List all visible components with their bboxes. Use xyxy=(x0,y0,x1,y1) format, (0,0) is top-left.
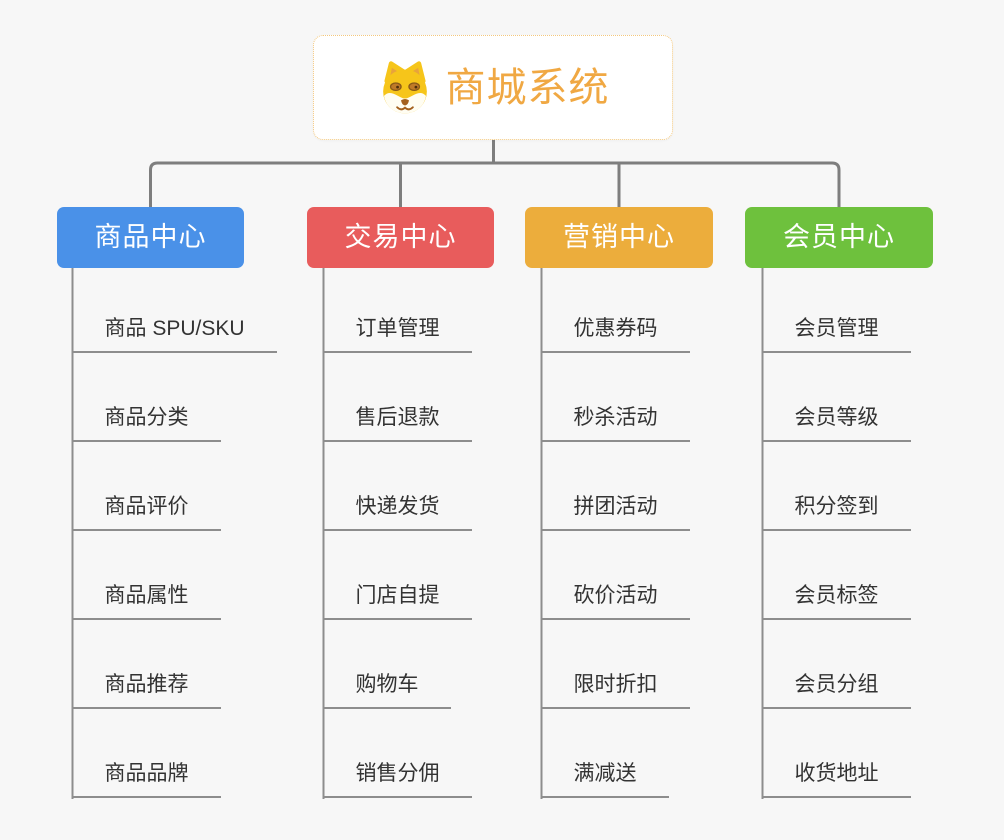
leaf-node[interactable]: 拼团活动 xyxy=(540,493,690,531)
leaf-node[interactable]: 商品 SPU/SKU xyxy=(71,315,277,353)
leaf-node[interactable]: 售后退款 xyxy=(322,404,472,442)
branch-label: 交易中心 xyxy=(344,222,457,252)
leaf-node[interactable]: 商品属性 xyxy=(71,582,221,620)
dog-face-icon xyxy=(377,60,433,116)
leaf-node[interactable]: 销售分佣 xyxy=(322,760,472,798)
branch-node-trade-center[interactable]: 交易中心 xyxy=(307,207,494,268)
branch-node-marketing-center[interactable]: 营销中心 xyxy=(525,207,713,268)
leaf-node[interactable]: 限时折扣 xyxy=(540,671,690,709)
leaf-node[interactable]: 门店自提 xyxy=(322,582,472,620)
leaf-node[interactable]: 会员分组 xyxy=(761,671,911,709)
leaf-node[interactable]: 积分签到 xyxy=(761,493,911,531)
leaf-node[interactable]: 秒杀活动 xyxy=(540,404,690,442)
root-node[interactable]: 商城系统 xyxy=(313,35,673,140)
leaf-node[interactable]: 砍价活动 xyxy=(540,582,690,620)
leaf-node[interactable]: 商品推荐 xyxy=(71,671,221,709)
branch-node-member-center[interactable]: 会员中心 xyxy=(745,207,933,268)
leaf-node[interactable]: 优惠券码 xyxy=(540,315,690,353)
leaf-node[interactable]: 订单管理 xyxy=(322,315,472,353)
leaf-node[interactable]: 会员标签 xyxy=(761,582,911,620)
leaf-node[interactable]: 会员等级 xyxy=(761,404,911,442)
leaf-node[interactable]: 收货地址 xyxy=(761,760,911,798)
branch-node-product-center[interactable]: 商品中心 xyxy=(57,207,244,268)
branch-label: 商品中心 xyxy=(94,222,207,252)
branch-label: 营销中心 xyxy=(563,222,675,252)
root-title: 商城系统 xyxy=(445,65,610,110)
leaf-node[interactable]: 商品分类 xyxy=(71,404,221,442)
leaf-node[interactable]: 快递发货 xyxy=(322,493,472,531)
leaf-node[interactable]: 会员管理 xyxy=(761,315,911,353)
branch-label: 会员中心 xyxy=(783,222,895,252)
leaf-node[interactable]: 满减送 xyxy=(540,760,669,798)
leaf-node[interactable]: 购物车 xyxy=(322,671,451,709)
leaf-node[interactable]: 商品品牌 xyxy=(71,760,221,798)
leaf-node[interactable]: 商品评价 xyxy=(71,493,221,531)
